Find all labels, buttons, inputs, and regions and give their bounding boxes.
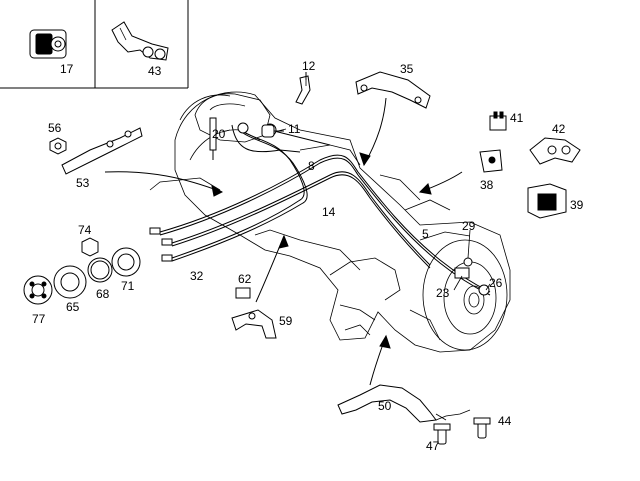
part-68-ring[interactable]: [87, 257, 113, 283]
label-41: 41: [510, 111, 524, 125]
part-11-hose-fitting[interactable]: [261, 124, 284, 138]
label-26: 26: [489, 276, 503, 290]
inset-boxes: [0, 0, 189, 89]
part-38-bracket[interactable]: [479, 149, 503, 173]
label-50: 50: [378, 399, 392, 413]
label-5: 5: [422, 227, 429, 241]
label-29: 29: [462, 219, 476, 233]
label-77: 77: [32, 312, 46, 326]
part-77-flange[interactable]: [23, 275, 53, 305]
label-59: 59: [279, 314, 293, 328]
label-11: 11: [288, 122, 301, 136]
part-41-clip[interactable]: [489, 111, 507, 131]
callout-arrows: [104, 97, 463, 386]
part-50-shield[interactable]: [337, 384, 471, 423]
label-8: 8: [308, 159, 315, 173]
label-35: 35: [400, 62, 414, 76]
part-53-bracket[interactable]: [61, 127, 143, 175]
part-43-clip[interactable]: [111, 21, 169, 61]
part-44-bolt[interactable]: [473, 417, 491, 439]
label-68: 68: [96, 287, 110, 301]
label-17: 17: [60, 62, 74, 76]
part-35-bracket[interactable]: [355, 71, 431, 109]
part-65-seal[interactable]: [53, 265, 87, 299]
label-20: 20: [212, 127, 226, 141]
part-12-bracket[interactable]: [295, 72, 311, 105]
label-71: 71: [121, 279, 135, 293]
part-47-bolt[interactable]: [433, 423, 451, 445]
label-47: 47: [426, 439, 440, 453]
label-44: 44: [498, 414, 512, 428]
part-23-bolt[interactable]: [454, 267, 470, 279]
part-62-nut[interactable]: [235, 287, 251, 299]
label-56: 56: [48, 121, 62, 135]
part-17-bushing[interactable]: [29, 29, 67, 59]
label-38: 38: [480, 178, 494, 192]
label-32: 32: [190, 269, 204, 283]
leader-lines: [221, 74, 491, 421]
part-20-bracket[interactable]: [209, 117, 217, 160]
label-65: 65: [66, 300, 80, 314]
part-39-bracket[interactable]: [527, 183, 567, 219]
part-71-bearing[interactable]: [111, 247, 141, 277]
label-74: 74: [78, 223, 92, 237]
axle-housing: [149, 91, 511, 353]
label-53: 53: [76, 176, 90, 190]
label-43: 43: [148, 64, 162, 78]
label-62: 62: [238, 272, 252, 286]
label-39: 39: [570, 198, 584, 212]
part-74-cap[interactable]: [81, 237, 99, 257]
part-56-nut[interactable]: [49, 137, 67, 155]
part-labels: 17 43 12 35 56 20 11 41 42 8 53 38 39 14…: [32, 59, 584, 453]
label-23: 23: [436, 286, 450, 300]
part-42-clip[interactable]: [529, 137, 581, 165]
part-59-bracket[interactable]: [231, 309, 277, 339]
label-14: 14: [322, 205, 336, 219]
part-26-fitting[interactable]: [478, 284, 490, 296]
label-42: 42: [552, 122, 566, 136]
label-12: 12: [302, 59, 316, 73]
part-29-fitting[interactable]: [463, 257, 473, 267]
